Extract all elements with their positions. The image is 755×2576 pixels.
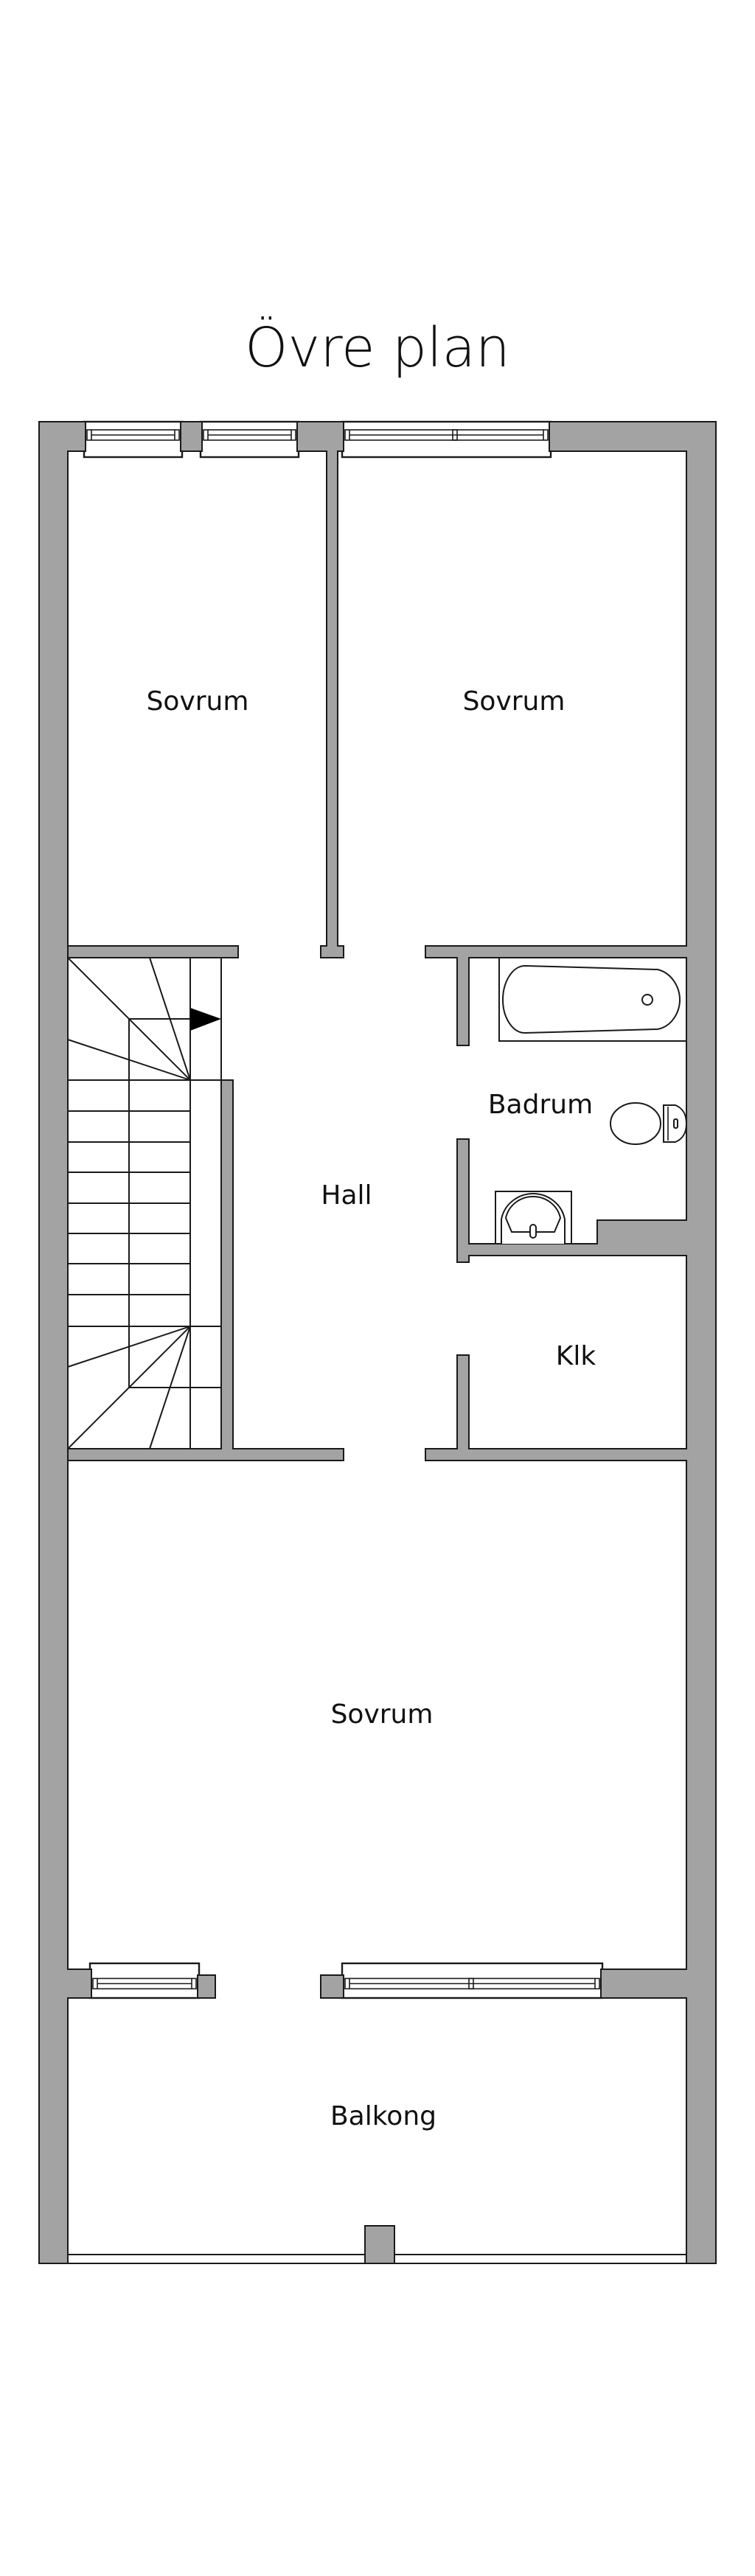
outer-top-right-wall [425,421,717,2264]
stair-rail-wall [67,1079,344,1461]
window-s-1 [88,1962,201,1999]
window-nw-1 [83,420,184,459]
outer-top-pillar-2 [296,421,344,958]
balcony-door-pillar-right [320,1974,344,1999]
window-ne [341,420,552,459]
stair-direction-arrow-icon [190,1008,221,1031]
stair-top-wall [67,945,239,958]
bathtub [498,957,687,1042]
balcony-door-pillar-left [197,1974,216,1999]
drain-icon [641,994,653,1006]
window-s-2 [341,1962,604,1999]
bathtub-basin-icon [501,964,681,1034]
room-label-hall: Hall [321,1180,372,1211]
room-label-sovrum-s: Sovrum [331,1699,434,1730]
plan-title: Övre plan [245,316,510,380]
balcony-post [364,2225,395,2264]
room-label-sovrum-nw: Sovrum [147,686,249,717]
outer-top-left-wall [38,421,92,2264]
window-nw-2 [199,420,300,459]
room-label-sovrum-ne: Sovrum [463,686,566,717]
staircase [67,957,222,1449]
room-label-badrum: Badrum [488,1090,593,1120]
sink [495,1191,572,1245]
toilet-bowl-icon [610,1102,661,1145]
room-label-balkong: Balkong [330,2101,436,2131]
balcony-railing [67,2254,687,2264]
room-label-klk: Klk [556,1341,596,1371]
outer-top-pillar-1 [180,421,203,452]
toilet [610,1102,688,1145]
windows [83,420,604,1999]
walls [38,421,717,2264]
